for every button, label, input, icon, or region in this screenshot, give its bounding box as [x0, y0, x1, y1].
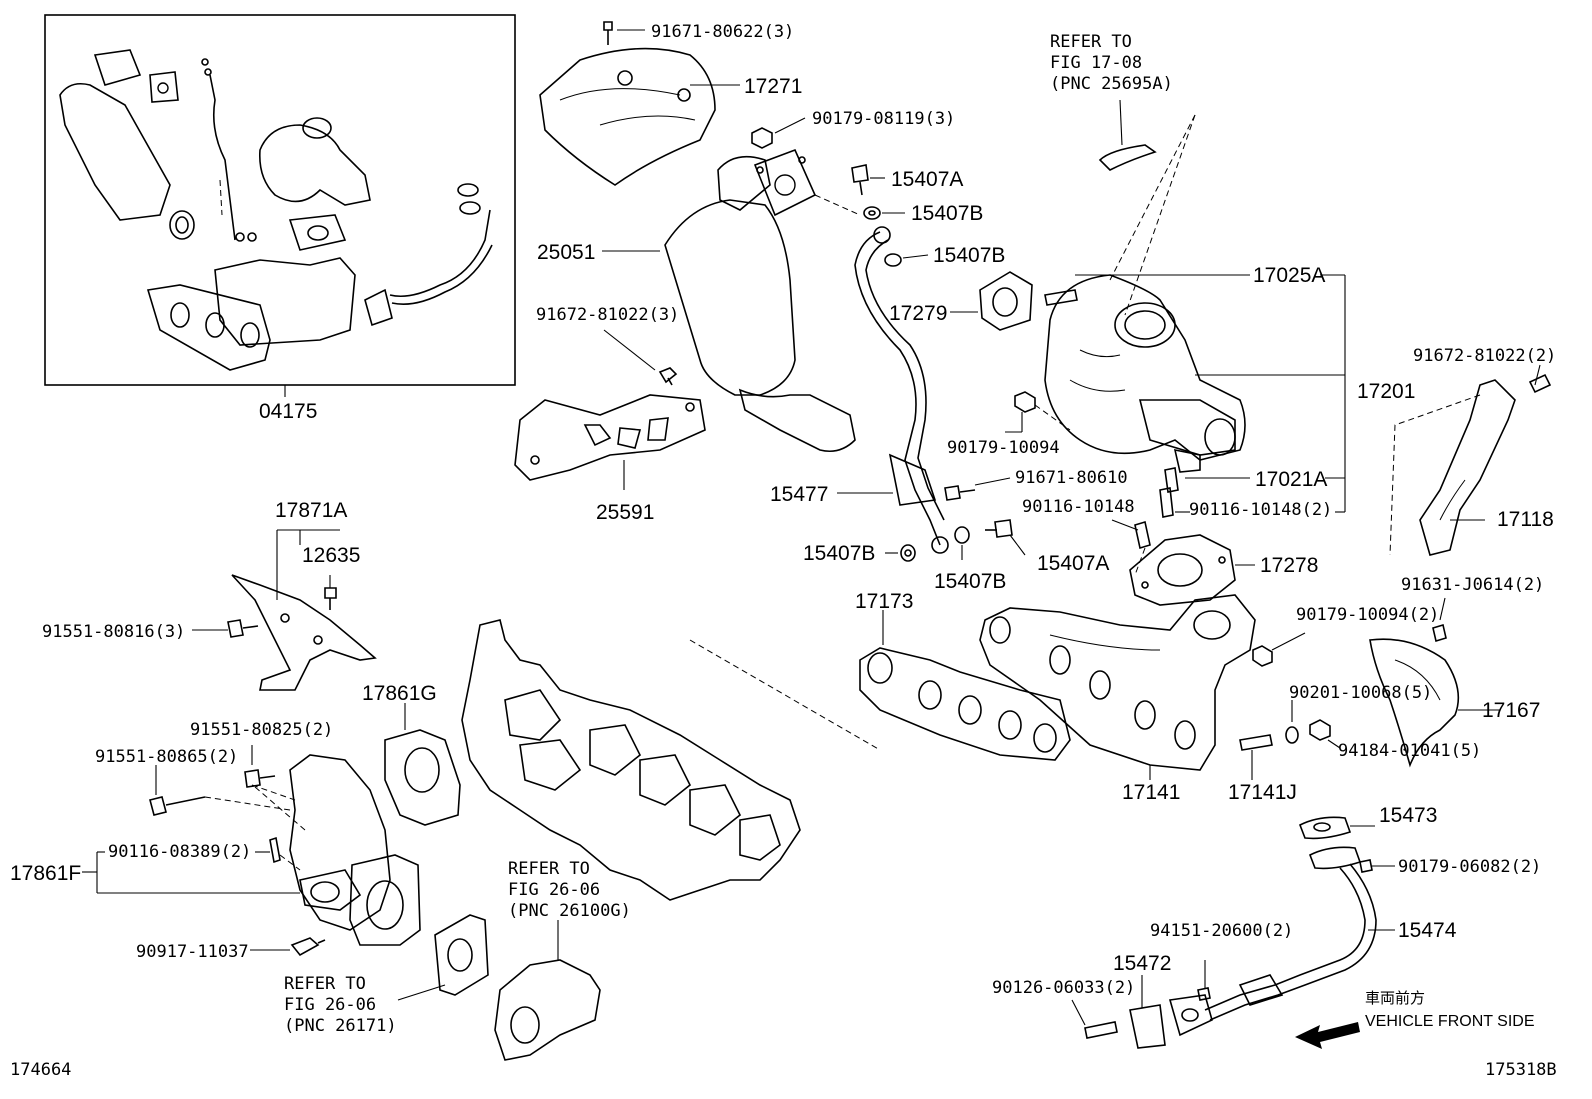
label-90179-10094: 90179-10094: [947, 438, 1060, 458]
svg-text:(PNC 26171): (PNC 26171): [284, 1016, 397, 1036]
oil-return-assembly: [1071, 816, 1395, 1049]
label-17167: 17167: [1482, 699, 1540, 722]
label-15474: 15474: [1398, 919, 1457, 942]
label-15407B-3: 15407B: [803, 542, 875, 565]
svg-text:(PNC 26100G): (PNC 26100G): [508, 901, 631, 921]
label-94151-20600: 94151-20600(2): [1150, 921, 1293, 941]
direction-japanese: 車両前方: [1365, 989, 1425, 1007]
bracket-25591: [514, 329, 706, 490]
label-15407A-bottom: 15407A: [1037, 552, 1109, 575]
label-17141: 17141: [1122, 781, 1180, 804]
label-90179-06082: 90179-06082(2): [1398, 857, 1541, 877]
label-17871A: 17871A: [275, 499, 347, 522]
svg-text:FIG 17-08: FIG 17-08: [1050, 53, 1142, 73]
label-15477: 15477: [770, 483, 828, 506]
label-17861G: 17861G: [362, 682, 437, 705]
label-90179-08119: 90179-08119(3): [812, 109, 955, 129]
manifold-17141: [979, 594, 1341, 780]
svg-text:FIG 26-06: FIG 26-06: [508, 880, 600, 900]
cylinder-head: [461, 619, 881, 1061]
label-17025A: 17025A: [1253, 264, 1325, 287]
inset-frame: [44, 14, 516, 386]
label-90116-08389: 90116-08389(2): [108, 842, 251, 862]
label-90116-10148: 90116-10148: [1022, 497, 1135, 517]
bracket-17118: [1389, 364, 1552, 556]
svg-text:REFER TO: REFER TO: [1050, 32, 1132, 52]
arrow-left-icon: [1295, 1022, 1360, 1049]
label-94184-01041: 94184-01041(5): [1338, 741, 1481, 761]
label-91631-J0614: 91631-J0614(2): [1401, 575, 1544, 595]
oil-line-15477: [837, 164, 1026, 562]
label-91551-80816: 91551-80816(3): [42, 622, 185, 642]
label-91672-81022-3: 91672-81022(3): [536, 305, 679, 325]
direction-english: VEHICLE FRONT SIDE: [1365, 1013, 1535, 1030]
label-91551-80865: 91551-80865(2): [95, 747, 238, 767]
inset-kit: 04175: [44, 14, 516, 423]
label-17118: 17118: [1497, 508, 1554, 531]
label-17021A: 17021A: [1255, 468, 1327, 491]
label-17173: 17173: [855, 590, 913, 613]
label-17278: 17278: [1260, 554, 1318, 577]
gasket-17278: [1111, 519, 1255, 606]
svg-text:REFER TO: REFER TO: [508, 859, 590, 879]
label-90179-10094-2: 90179-10094(2): [1296, 605, 1439, 625]
turbocharger-17201: [950, 99, 1346, 518]
label-90126-06033: 90126-06033(2): [992, 978, 1135, 998]
ref-note-mid: REFER TO FIG 26-06 (PNC 26100G): [508, 859, 631, 921]
label-15407A-top: 15407A: [891, 168, 963, 191]
label-25051: 25051: [537, 241, 595, 264]
gasket-17173: [859, 610, 1071, 761]
inset-label: 04175: [259, 400, 317, 423]
inset-manifold: [214, 257, 356, 346]
inset-gasket: [146, 284, 271, 371]
label-15472: 15472: [1113, 952, 1171, 975]
label-17141J: 17141J: [1228, 781, 1297, 804]
label-15407B-2: 15407B: [933, 244, 1005, 267]
insulator-17167: [1369, 597, 1500, 768]
label-15407B-4: 15407B: [934, 570, 1006, 593]
egr-assembly: [82, 529, 489, 1001]
label-25591: 25591: [596, 501, 654, 524]
label-91672-81022-2: 91672-81022(2): [1413, 346, 1556, 366]
label-17861F: 17861F: [10, 862, 81, 885]
converter-25051: [602, 117, 861, 453]
label-17201: 17201: [1357, 380, 1415, 403]
label-12635: 12635: [302, 544, 360, 567]
label-15407B-1: 15407B: [911, 202, 983, 225]
inset-turbo: [258, 124, 371, 206]
label-17279: 17279: [889, 302, 947, 325]
svg-text:(PNC 25695A): (PNC 25695A): [1050, 74, 1173, 94]
label-90201-10068: 90201-10068(5): [1289, 683, 1432, 703]
label-91671-80622: 91671-80622(3): [651, 22, 794, 42]
label-91671-80610: 91671-80610: [1015, 468, 1128, 488]
ref-note-top: REFER TO FIG 17-08 (PNC 25695A): [1050, 32, 1173, 94]
inset-converter: [59, 82, 171, 221]
svg-text:REFER TO: REFER TO: [284, 974, 366, 994]
diagram-id-right: 175318B: [1485, 1060, 1557, 1080]
label-90116-10148-2: 90116-10148(2): [1189, 500, 1332, 520]
ref-note-bottom: REFER TO FIG 26-06 (PNC 26171): [284, 974, 397, 1036]
label-15473: 15473: [1379, 804, 1437, 827]
label-91551-80825: 91551-80825(2): [190, 720, 333, 740]
heat-shield-17271: [539, 21, 740, 186]
svg-text:FIG 26-06: FIG 26-06: [284, 995, 376, 1015]
diagram-id-left: 174664: [10, 1060, 71, 1080]
label-17271: 17271: [744, 75, 802, 98]
label-90917-11037: 90917-11037: [136, 942, 249, 962]
